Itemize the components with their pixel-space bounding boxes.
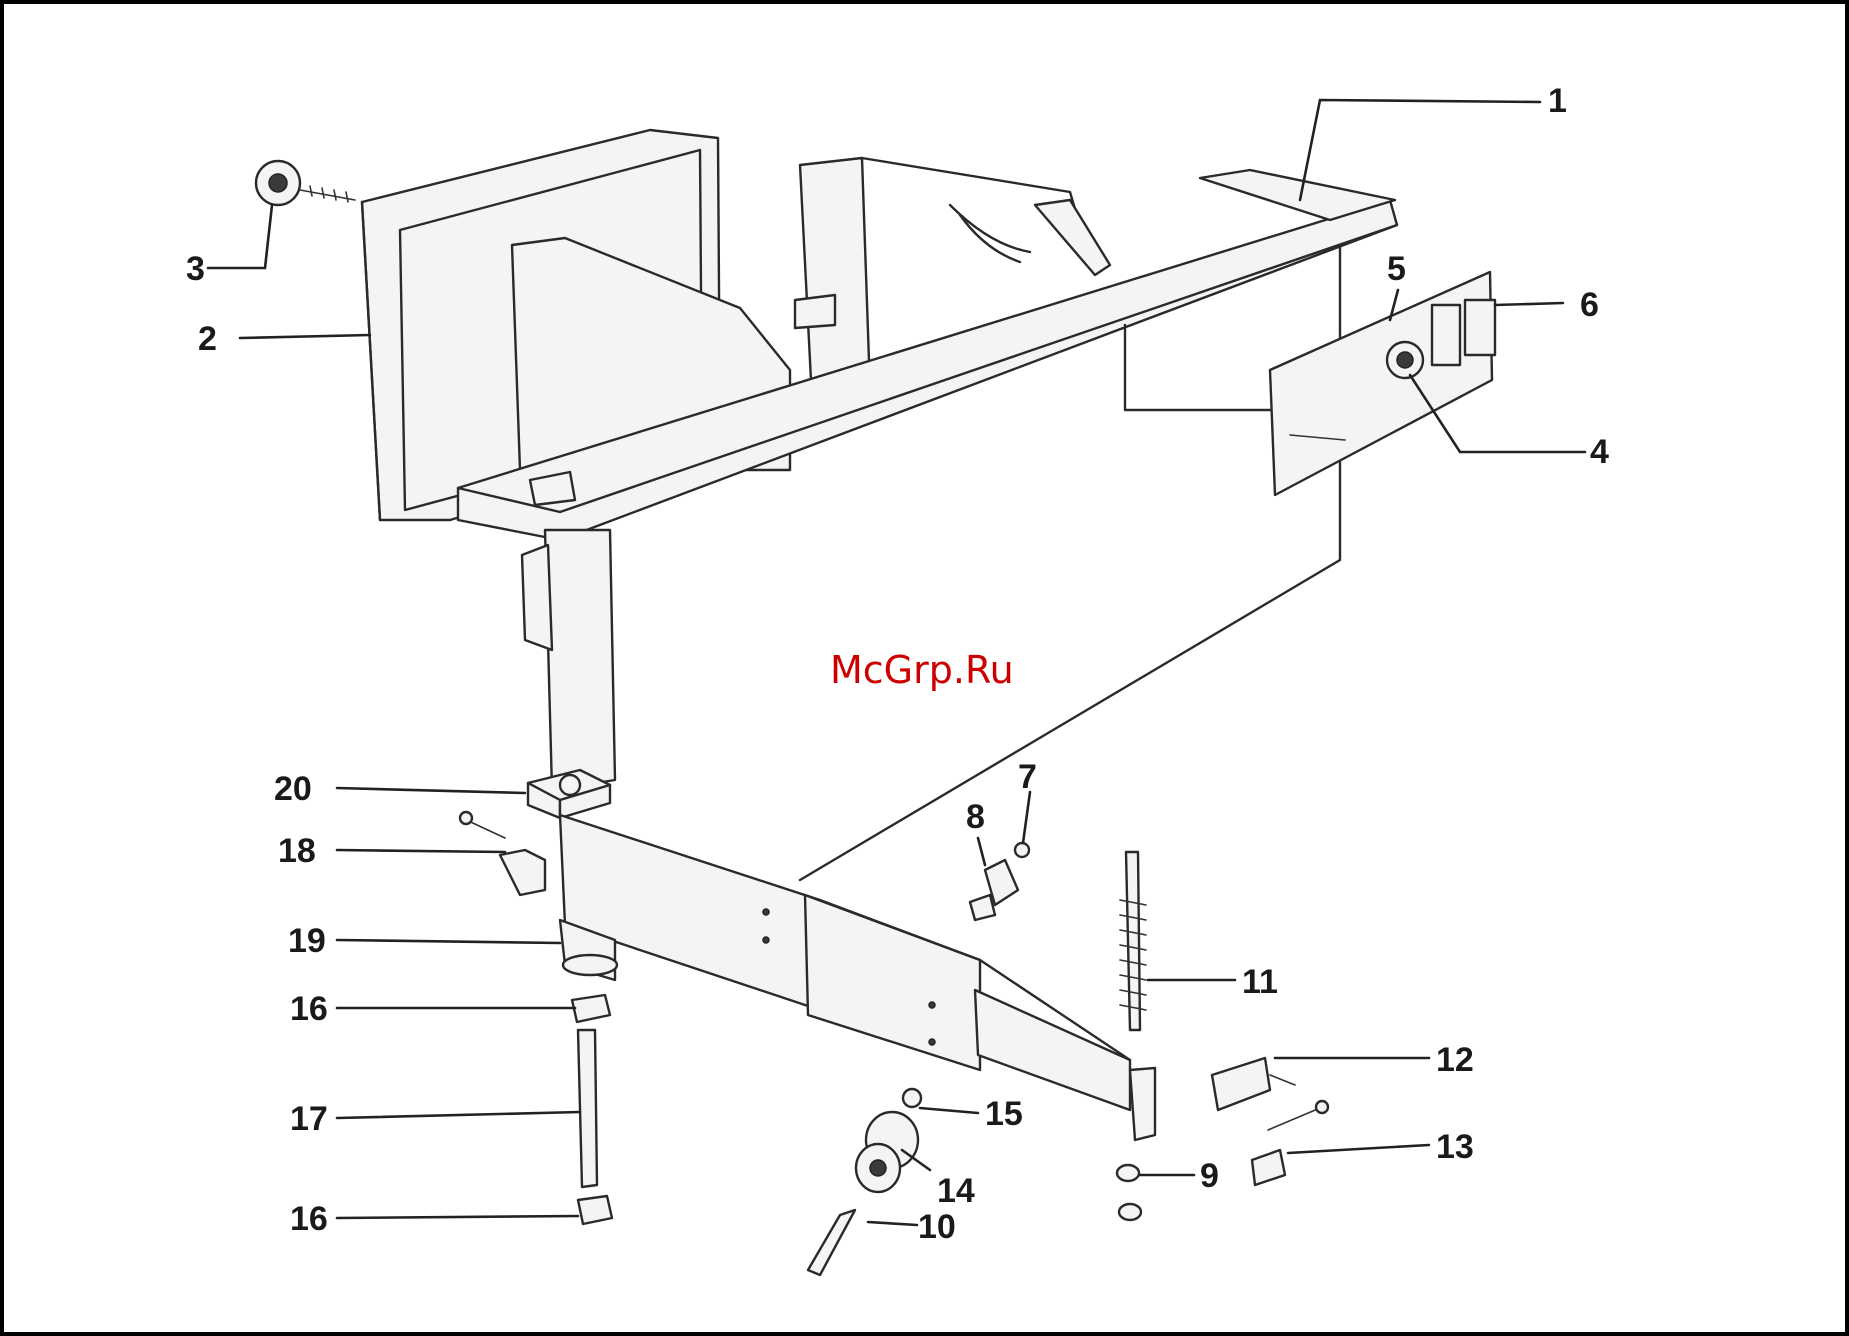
- callout-18: 18: [278, 832, 316, 870]
- callout-3: 3: [186, 250, 205, 288]
- callout-16-lower: 16: [290, 1200, 328, 1238]
- callout-14: 14: [937, 1172, 975, 1210]
- callout-20: 20: [274, 770, 312, 808]
- callout-11: 11: [1242, 963, 1278, 1001]
- callout-6: 6: [1580, 286, 1599, 324]
- callout-16-upper: 16: [290, 990, 328, 1028]
- callout-12: 12: [1436, 1041, 1474, 1079]
- callout-13: 13: [1436, 1128, 1474, 1166]
- callout-4: 4: [1590, 433, 1609, 471]
- callout-15: 15: [985, 1095, 1023, 1133]
- callout-10: 10: [918, 1208, 956, 1246]
- callout-19: 19: [288, 922, 326, 960]
- callout-8: 8: [966, 798, 985, 836]
- callout-7: 7: [1018, 758, 1037, 796]
- callout-1: 1: [1548, 82, 1567, 120]
- callout-2: 2: [198, 320, 217, 358]
- callout-17: 17: [290, 1100, 328, 1138]
- watermark-text: McGrp.Ru: [830, 648, 1014, 692]
- callout-5: 5: [1387, 250, 1406, 288]
- callout-9: 9: [1200, 1157, 1219, 1195]
